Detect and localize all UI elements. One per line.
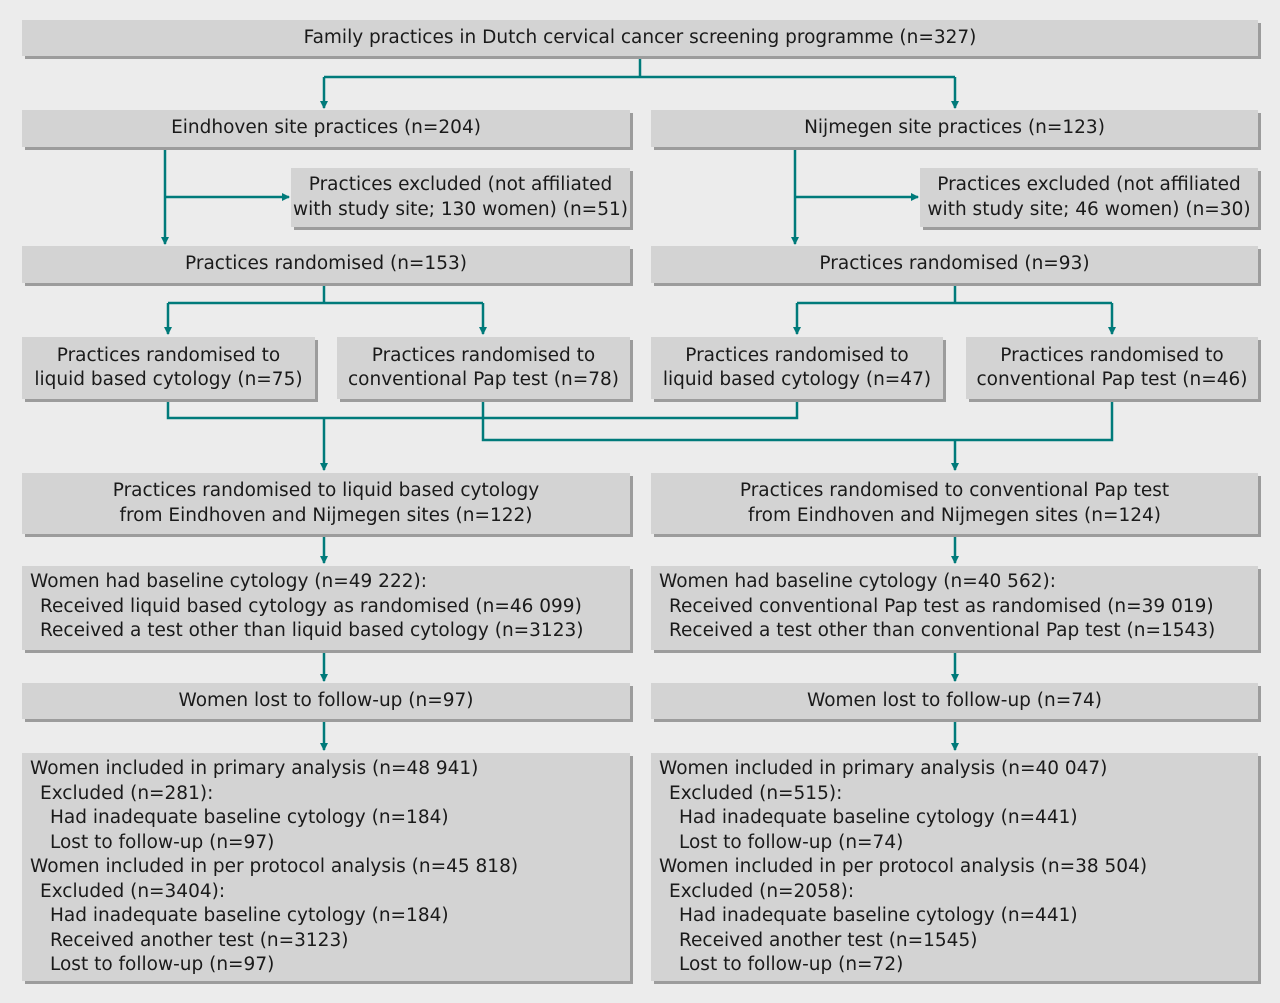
box-family-practices: Family practices in Dutch cervical cance… bbox=[22, 20, 1258, 56]
box-eindhoven-randomised: Practices randomised (n=153) bbox=[22, 246, 630, 283]
box-lbc-analysis: Women included in primary analysis (n=48… bbox=[22, 753, 630, 981]
pap-analysis-line: Lost to follow-up (n=74) bbox=[679, 831, 904, 853]
box-pap-lost: Women lost to follow-up (n=74) bbox=[651, 683, 1258, 719]
pap-pooled-line: from Eindhoven and Nijmegen sites (n=124… bbox=[747, 504, 1162, 526]
eindhoven-site-text: Eindhoven site practices (n=204) bbox=[171, 117, 481, 139]
pap-analysis-line: Excluded (n=2058): bbox=[669, 880, 855, 902]
lbc-baseline-line: Received liquid based cytology as random… bbox=[40, 595, 582, 617]
lbc-analysis-line: Excluded (n=281): bbox=[40, 782, 214, 804]
nijmegen-excluded-line: with study site; 46 women) (n=30) bbox=[927, 198, 1251, 220]
box-nijmegen-lbc: Practices randomised to liquid based cyt… bbox=[651, 337, 943, 399]
box-pap-pooled: Practices randomised to conventional Pap… bbox=[651, 473, 1258, 534]
lbc-baseline-line: Women had baseline cytology (n=49 222): bbox=[30, 571, 427, 592]
lbc-pooled-line: from Eindhoven and Nijmegen sites (n=122… bbox=[119, 504, 533, 526]
connector-pap-pool bbox=[481, 399, 1114, 442]
lbc-analysis-line: Lost to follow-up (n=97) bbox=[50, 954, 275, 975]
connector-nijmegen-split bbox=[797, 283, 1112, 305]
pap-lost-text: Women lost to follow-up (n=74) bbox=[806, 689, 1102, 711]
eindhoven-excluded-line: Practices excluded (not affiliated bbox=[308, 174, 613, 195]
nijmegen-pap-line: Practices randomised to bbox=[1000, 344, 1224, 366]
eindhoven-lbc-line: Practices randomised to bbox=[56, 344, 281, 366]
lbc-analysis-line: Excluded (n=3404): bbox=[40, 880, 226, 902]
pap-analysis-line: Had inadequate baseline cytology (n=441) bbox=[679, 905, 1078, 926]
connector-eindhoven-split bbox=[168, 283, 483, 305]
pap-analysis-line: Had inadequate baseline cytology (n=441) bbox=[679, 807, 1078, 828]
box-eindhoven-lbc: Practices randomised to liquid based cyt… bbox=[22, 337, 315, 399]
pap-analysis-line: Women included in per protocol analysis … bbox=[659, 856, 1148, 877]
lbc-analysis-line: Had inadequate baseline cytology (n=184) bbox=[50, 905, 449, 926]
pap-analysis-line: Lost to follow-up (n=72) bbox=[679, 954, 904, 975]
nijmegen-randomised-text: Practices randomised (n=93) bbox=[819, 253, 1090, 275]
box-nijmegen-excluded: Practices excluded (not affiliated with … bbox=[920, 168, 1258, 227]
box-nijmegen-pap: Practices randomised to conventional Pap… bbox=[966, 337, 1258, 399]
pap-baseline-line: Women had baseline cytology (n=40 562): bbox=[659, 571, 1056, 592]
box-family-practices-text: Family practices in Dutch cervical cance… bbox=[303, 26, 977, 48]
lbc-lost-text: Women lost to follow-up (n=97) bbox=[178, 689, 474, 711]
box-eindhoven-site: Eindhoven site practices (n=204) bbox=[22, 110, 630, 147]
box-lbc-baseline: Women had baseline cytology (n=49 222): … bbox=[22, 566, 630, 650]
pap-analysis-line: Received another test (n=1545) bbox=[679, 929, 978, 951]
pap-analysis-line: Excluded (n=515): bbox=[669, 782, 843, 804]
pap-pooled-line: Practices randomised to conventional Pap… bbox=[739, 480, 1170, 501]
box-eindhoven-excluded: Practices excluded (not affiliated with … bbox=[291, 168, 630, 227]
pap-analysis-line: Women included in primary analysis (n=40… bbox=[659, 758, 1108, 779]
lbc-analysis-line: Had inadequate baseline cytology (n=184) bbox=[50, 807, 449, 828]
nijmegen-excluded-line: Practices excluded (not affiliated bbox=[937, 174, 1241, 195]
nijmegen-lbc-line: liquid based cytology (n=47) bbox=[662, 369, 932, 390]
box-nijmegen-randomised: Practices randomised (n=93) bbox=[651, 246, 1258, 283]
box-pap-analysis: Women included in primary analysis (n=40… bbox=[651, 753, 1258, 981]
eindhoven-pap-line: Practices randomised to bbox=[371, 344, 596, 366]
lbc-analysis-line: Women included in primary analysis (n=48… bbox=[30, 758, 479, 779]
lbc-analysis-line: Lost to follow-up (n=97) bbox=[50, 831, 275, 853]
eindhoven-lbc-line: liquid based cytology (n=75) bbox=[34, 369, 303, 390]
box-lbc-pooled: Practices randomised to liquid based cyt… bbox=[22, 473, 630, 534]
nijmegen-lbc-line: Practices randomised to bbox=[685, 344, 909, 366]
lbc-analysis-line: Received another test (n=3123) bbox=[50, 929, 349, 951]
lbc-pooled-line: Practices randomised to liquid based cyt… bbox=[112, 480, 540, 501]
box-nijmegen-site: Nijmegen site practices (n=123) bbox=[651, 110, 1258, 147]
eindhoven-pap-line: conventional Pap test (n=78) bbox=[348, 369, 619, 390]
nijmegen-site-text: Nijmegen site practices (n=123) bbox=[804, 117, 1105, 139]
eindhoven-excluded-line: with study site; 130 women) (n=51) bbox=[293, 198, 628, 220]
nijmegen-pap-line: conventional Pap test (n=46) bbox=[976, 369, 1248, 390]
lbc-analysis-line: Women included in per protocol analysis … bbox=[30, 856, 519, 877]
box-pap-baseline: Women had baseline cytology (n=40 562): … bbox=[651, 566, 1258, 650]
lbc-baseline-line: Received a test other than liquid based … bbox=[40, 620, 584, 641]
box-lbc-lost: Women lost to follow-up (n=97) bbox=[22, 683, 630, 719]
box-eindhoven-pap: Practices randomised to conventional Pap… bbox=[337, 337, 630, 399]
eindhoven-randomised-text: Practices randomised (n=153) bbox=[185, 253, 467, 275]
pap-baseline-line: Received conventional Pap test as random… bbox=[669, 595, 1214, 617]
pap-baseline-line: Received a test other than conventional … bbox=[669, 620, 1216, 641]
